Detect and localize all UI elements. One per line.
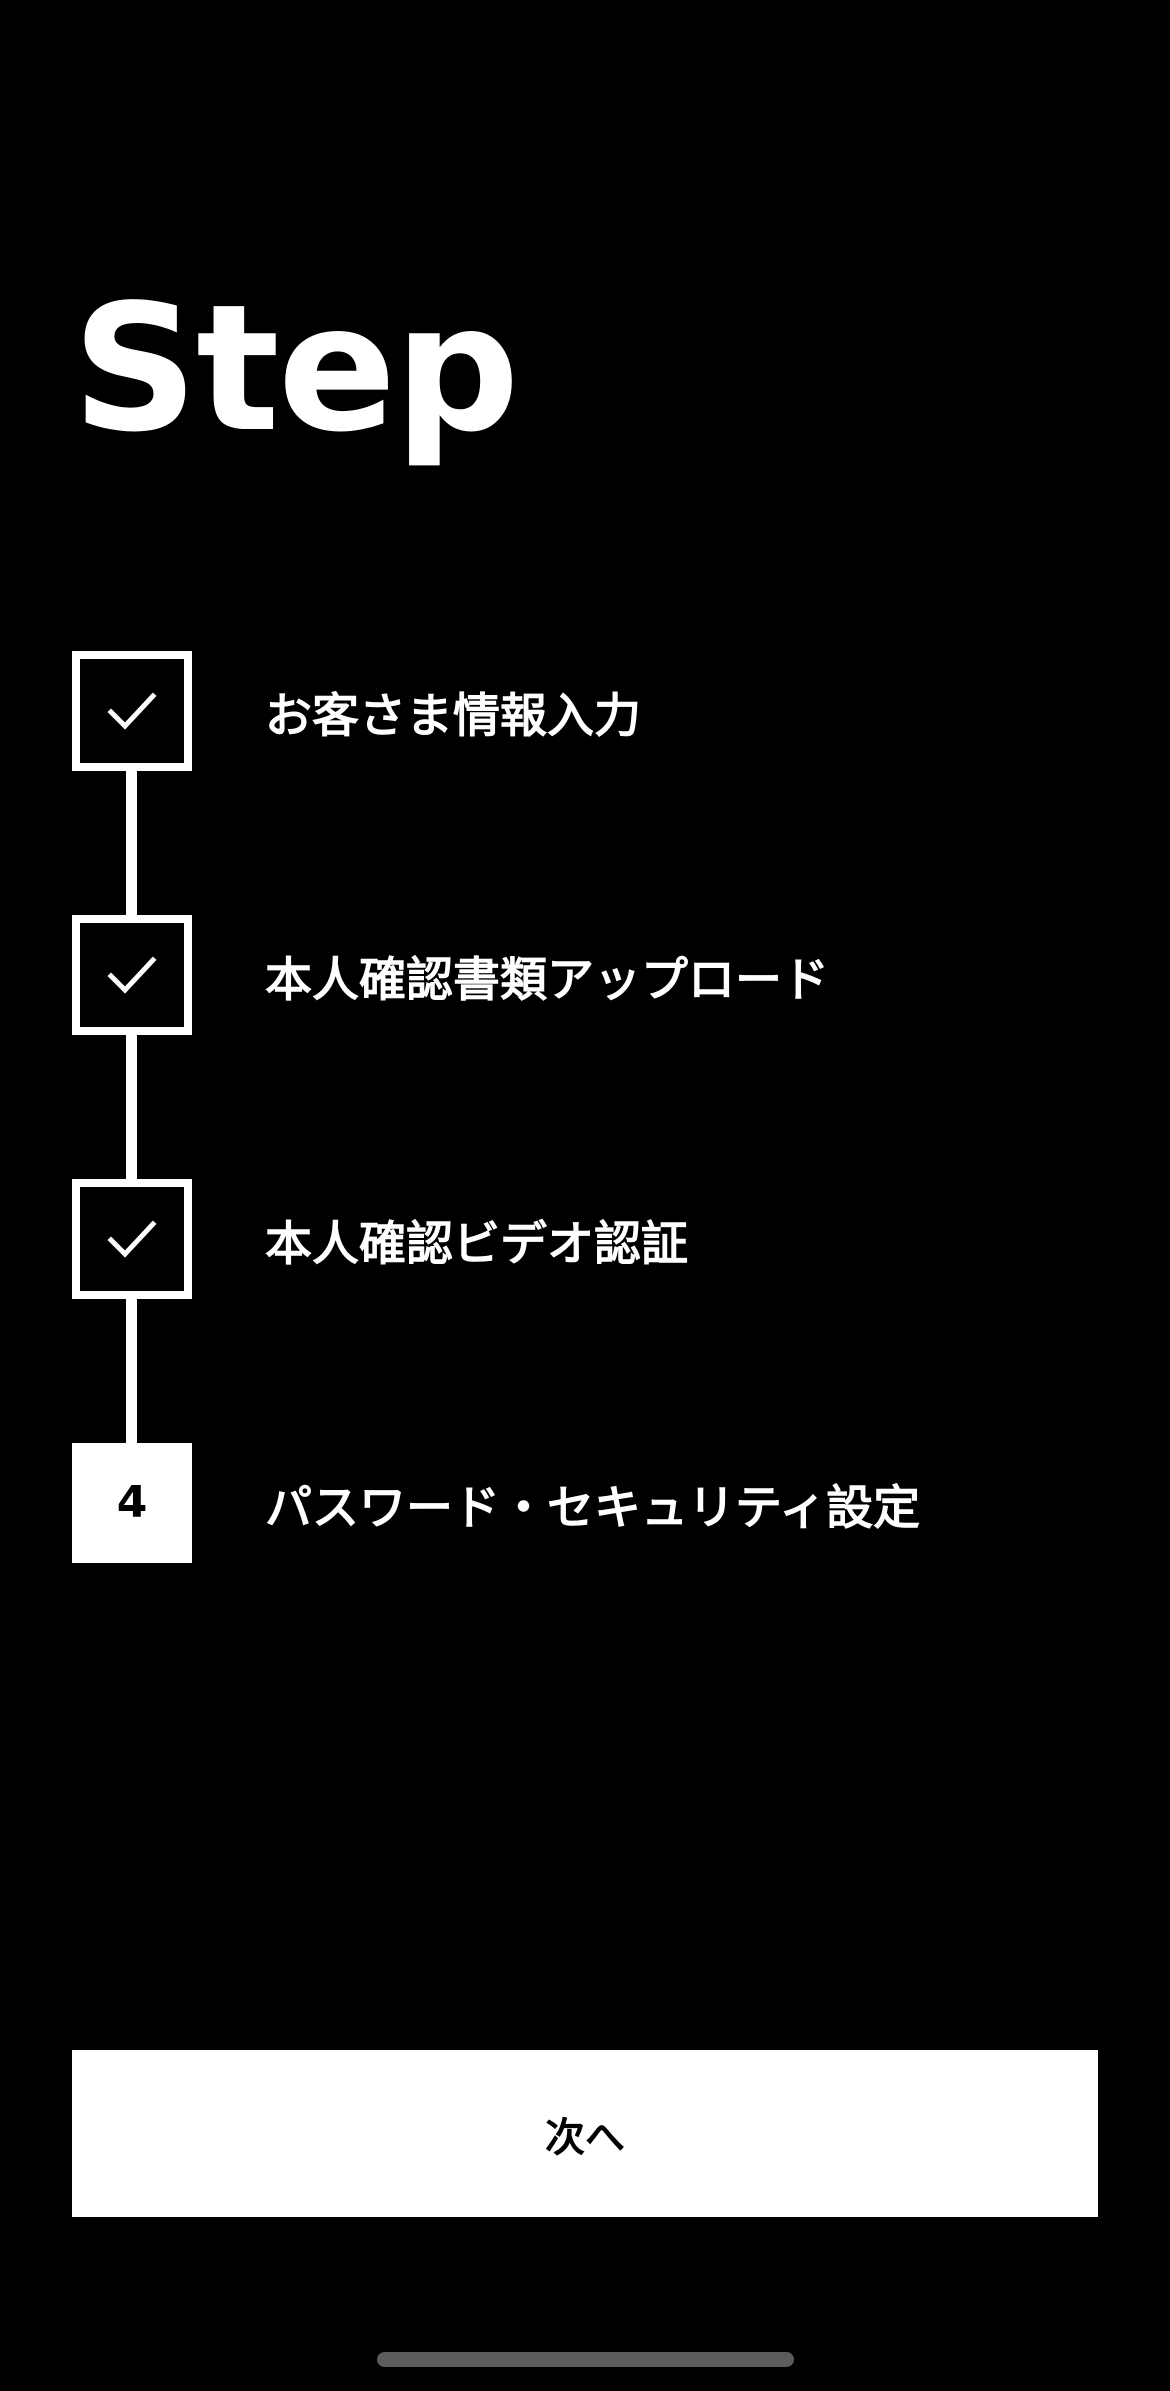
step-4-indicator: 4	[72, 1443, 192, 1563]
step-connector	[126, 1035, 137, 1181]
step-connector	[126, 771, 137, 917]
check-icon	[107, 1220, 157, 1258]
check-icon	[107, 692, 157, 730]
home-indicator[interactable]	[377, 2352, 794, 2367]
step-1-indicator	[72, 651, 192, 771]
step-2-label: 本人確認書類アップロード	[265, 952, 829, 1008]
step-1-label: お客さま情報入力	[265, 688, 641, 744]
step-connector	[126, 1299, 137, 1445]
check-icon	[107, 956, 157, 994]
step-4-label: パスワード・セキュリティ設定	[265, 1480, 921, 1536]
next-button[interactable]: 次へ	[72, 2050, 1098, 2217]
step-3-indicator	[72, 1179, 192, 1299]
step-2-indicator	[72, 915, 192, 1035]
step-3-label: 本人確認ビデオ認証	[265, 1216, 688, 1272]
step-4-number: 4	[116, 1477, 148, 1528]
page-title: Step	[72, 268, 520, 471]
